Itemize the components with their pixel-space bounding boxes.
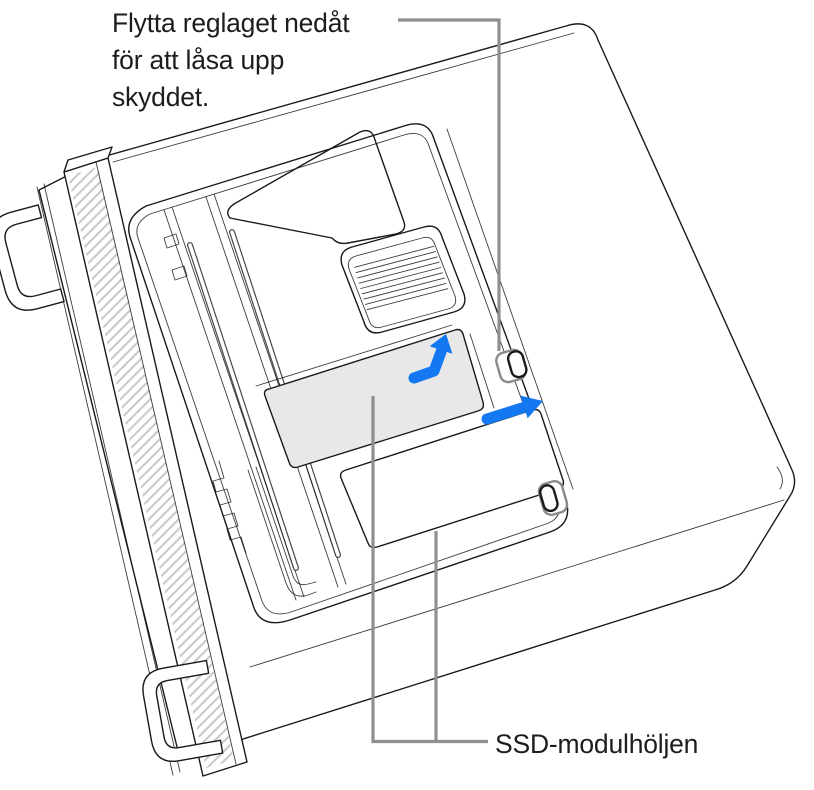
front-panel-top-edge bbox=[63, 146, 113, 173]
vent-grille bbox=[340, 225, 466, 334]
latch-mechanism bbox=[212, 460, 317, 597]
instruction-label-line-3: skyddet. bbox=[112, 82, 210, 112]
fan-funnel bbox=[227, 129, 406, 245]
case-corner-highlight bbox=[776, 466, 783, 490]
case-top-chamfer-line bbox=[112, 32, 575, 163]
instruction-label-line-1: Flytta reglaget nedåt bbox=[112, 8, 350, 38]
bottom-foot-handle bbox=[142, 659, 224, 763]
front-panel-grille-hatch bbox=[68, 167, 234, 768]
vent-grille-slats bbox=[354, 245, 449, 311]
slide-right-arrow-icon bbox=[481, 395, 543, 425]
ssd-recess-edge bbox=[255, 324, 453, 387]
case-bottom-chamfer-line bbox=[249, 499, 785, 668]
unlock-lift-arrow-icon bbox=[408, 334, 453, 384]
internal-bay bbox=[128, 123, 574, 624]
top-handle bbox=[0, 204, 65, 311]
ssd-covers-label-text: SSD-modulhöljen bbox=[495, 729, 699, 759]
front-panel-rim-line bbox=[95, 161, 237, 765]
instruction-label-line-2: för att låsa upp bbox=[112, 45, 285, 75]
callout-line-slider bbox=[398, 18, 501, 351]
lock-slider-1[interactable] bbox=[494, 348, 528, 384]
bay-outer-wall-line bbox=[446, 128, 574, 490]
lock-slider-2[interactable] bbox=[537, 479, 569, 516]
instruction-label: Flytta reglaget nedåt för att låsa upp s… bbox=[112, 5, 350, 116]
bay-inner-lip bbox=[136, 132, 560, 615]
callout-line-covers bbox=[371, 396, 488, 744]
ssd-covers-label: SSD-modulhöljen bbox=[495, 726, 698, 763]
ssd-slot-gap-edge bbox=[469, 333, 495, 409]
